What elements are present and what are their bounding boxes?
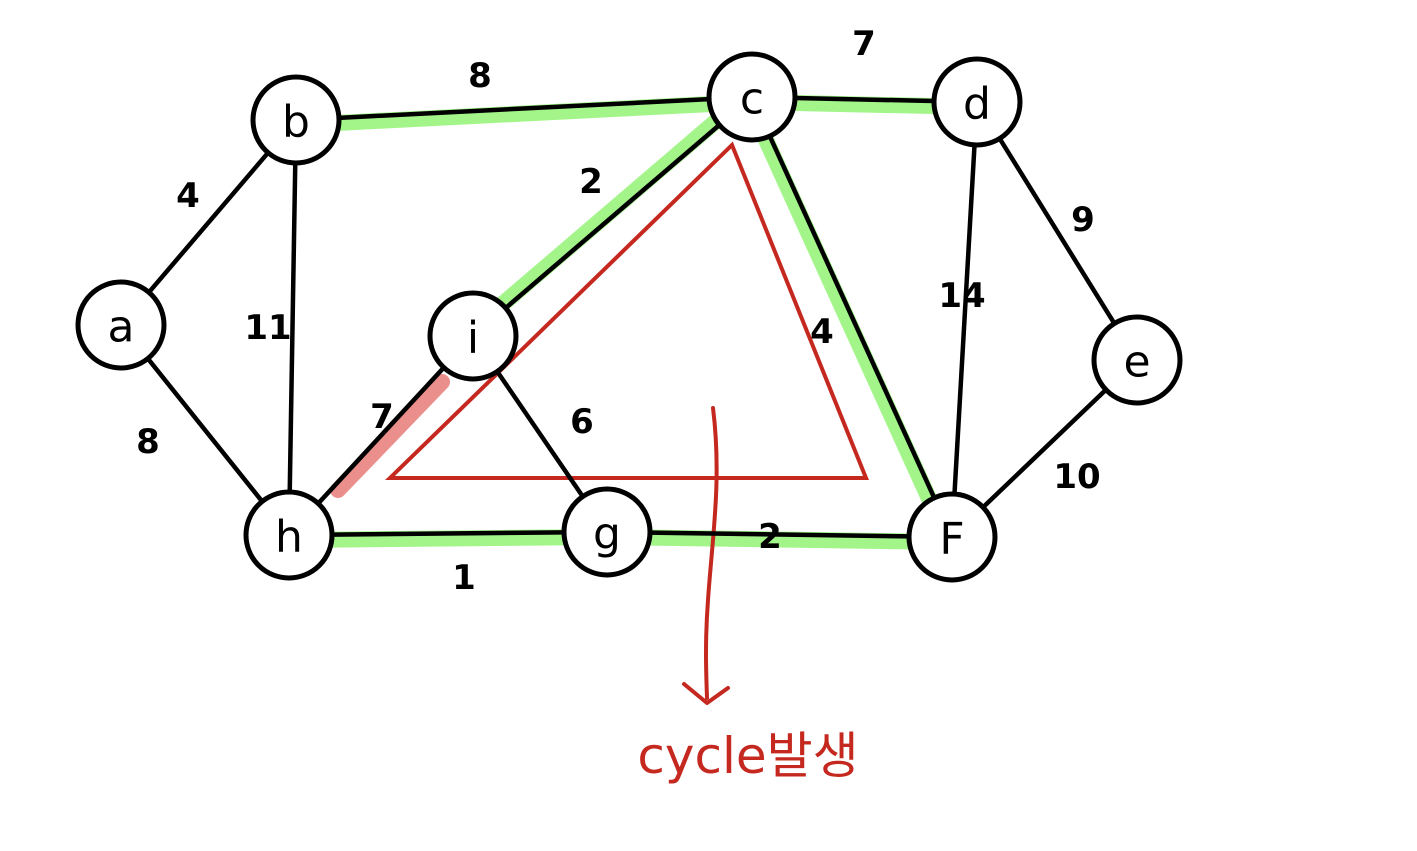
edge-weight-b-c: 8 — [468, 56, 492, 96]
edge-h-i — [315, 365, 447, 506]
edge-d-e — [997, 136, 1117, 326]
edge-weight-h-i: 7 — [370, 397, 394, 437]
edge-b-c — [336, 96, 712, 121]
node-layer: a b c d eFg h i — [75, 51, 1183, 583]
edge-highlight-c-d — [786, 94, 942, 115]
cycle-triangle — [385, 141, 869, 480]
edge-highlight-h-g — [324, 529, 573, 548]
edge-d-f — [952, 142, 977, 497]
node-circle-f — [906, 491, 998, 583]
node-label-e: e — [1123, 337, 1150, 388]
edge-weight-c-d: 7 — [852, 24, 876, 64]
node-label-d: d — [963, 79, 991, 130]
node-label-f: F — [939, 514, 964, 565]
edge-weight-d-f: 14 — [938, 276, 985, 316]
node-f: F — [906, 491, 998, 583]
cycle-arrowhead — [682, 682, 730, 705]
edge-c-i — [503, 122, 722, 311]
edge-weight-c-f: 4 — [810, 312, 834, 352]
edge-b-h — [287, 160, 298, 495]
edge-c-d — [792, 95, 937, 104]
node-label-a: a — [108, 302, 135, 353]
edge-e-f — [980, 387, 1109, 510]
edge-highlight-g-f — [641, 529, 917, 550]
node-circle-h — [243, 489, 335, 581]
edge-i-g — [495, 369, 585, 499]
edge-a-b — [146, 150, 271, 295]
edge-g-f — [647, 530, 912, 539]
highlight-layer — [324, 94, 942, 550]
edge-weight-e-f: 10 — [1053, 457, 1100, 497]
edge-layer — [145, 95, 1117, 539]
node-circle-c — [706, 51, 798, 143]
node-circle-e — [1091, 314, 1183, 406]
edge-h-g — [329, 530, 567, 537]
node-label-h: h — [275, 512, 303, 563]
cycle-arrow-line — [704, 406, 719, 700]
edge-highlight-c-f — [757, 130, 938, 508]
node-i: i — [427, 290, 519, 382]
edge-weight-a-b: 4 — [176, 176, 200, 216]
edge-c-f — [767, 133, 937, 501]
edge-weight-d-e: 9 — [1071, 200, 1095, 240]
edge-weight-i-g: 6 — [570, 402, 594, 442]
edge-weight-c-i: 2 — [579, 162, 603, 202]
cycle-annotation-text: cycle발생 — [637, 727, 858, 785]
cycle-annotation-layer: cycle발생 — [385, 141, 869, 785]
node-h: h — [243, 489, 335, 581]
node-c: c — [706, 51, 798, 143]
node-circle-d — [931, 56, 1023, 148]
edge-weight-h-g: 1 — [452, 558, 476, 598]
edge-highlight-b-c — [331, 96, 718, 131]
node-b: b — [250, 74, 342, 166]
node-label-g: g — [593, 509, 621, 560]
node-circle-i — [427, 290, 519, 382]
node-label-c: c — [740, 74, 764, 125]
weight-layer: 4 8 11 8 7 2 4 14 9 10 7 6 1 2 — [136, 24, 1101, 598]
node-a: a — [75, 279, 167, 371]
node-e: e — [1091, 314, 1183, 406]
edge-a-h — [145, 356, 265, 504]
edge-weight-g-f: 2 — [758, 517, 782, 557]
node-label-i: i — [467, 313, 479, 364]
node-circle-b — [250, 74, 342, 166]
edge-highlight-h-i — [330, 374, 450, 498]
node-g: g — [561, 486, 653, 578]
node-label-b: b — [282, 97, 310, 148]
edge-highlight-c-i — [494, 113, 725, 313]
node-d: d — [931, 56, 1023, 148]
edge-weight-a-h: 8 — [136, 422, 160, 462]
node-circle-a — [75, 279, 167, 371]
edge-weight-b-h: 11 — [244, 308, 291, 348]
node-circle-g — [561, 486, 653, 578]
